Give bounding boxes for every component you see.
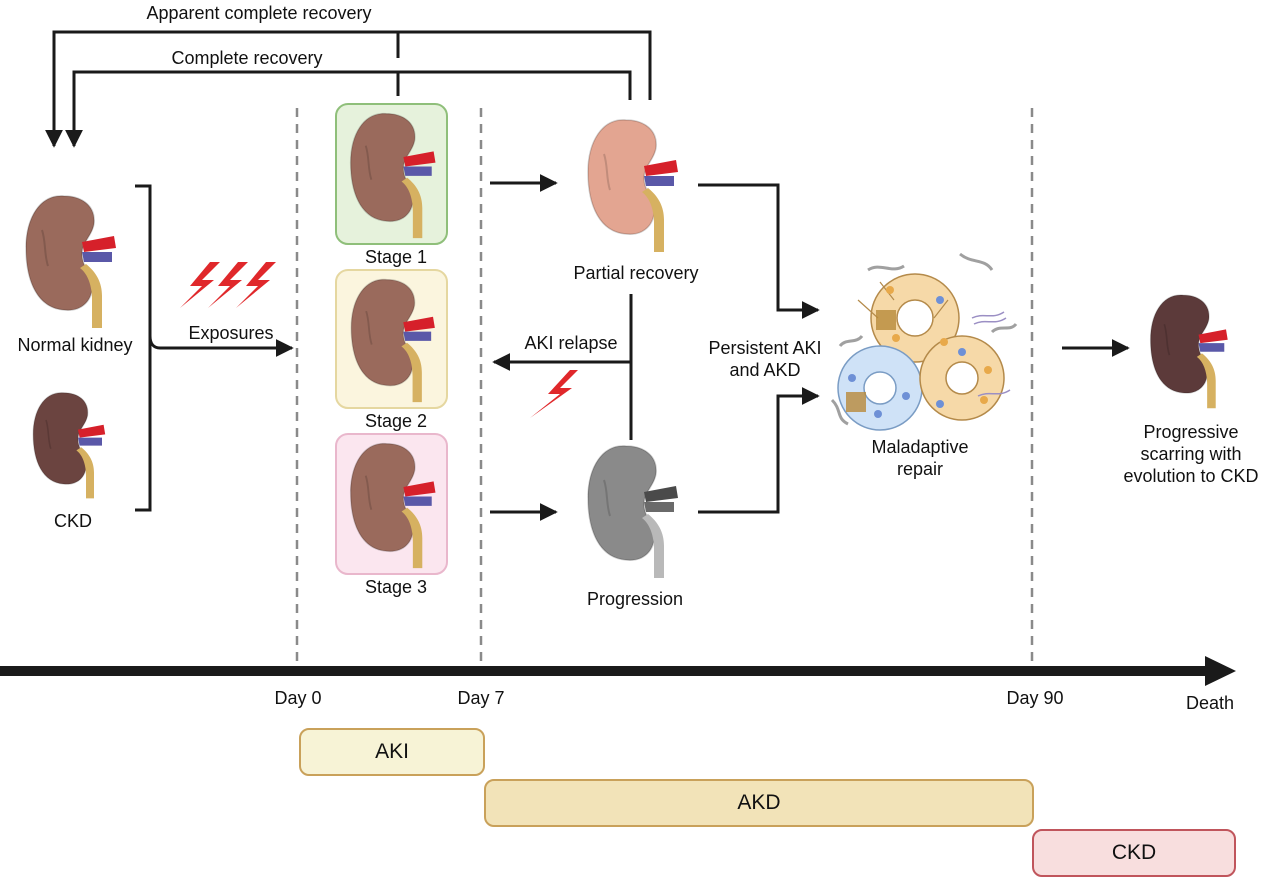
relapse-lightning-icon: [530, 370, 578, 418]
aki-relapse-label: AKI relapse: [524, 333, 618, 353]
maladaptive-repair-icon: [830, 252, 1018, 431]
progression-to-maladaptive-arrow: [698, 387, 820, 514]
left-bracket: [135, 184, 161, 512]
partial-recovery-kidney-icon: [586, 118, 680, 254]
normal-kidney-icon: [25, 194, 117, 329]
progression-label: Progression: [586, 589, 684, 609]
ckd-phase-bar: CKD: [1032, 829, 1236, 877]
ckd-kidney-icon: [32, 391, 107, 500]
stage1-label: Stage 1: [364, 247, 428, 267]
partial-to-maladaptive-arrow: [698, 183, 820, 319]
scarred-kidney-icon: [1149, 294, 1229, 410]
maladaptive-repair-label: Maladaptive repair: [871, 437, 969, 479]
death-label: Death: [1185, 693, 1235, 713]
lightning-icon: [180, 262, 276, 308]
timeline-arrowhead: [1205, 656, 1236, 686]
stage3-label: Stage 3: [364, 577, 428, 597]
complete-recovery-arrow: [65, 70, 632, 148]
apparent-complete-recovery-label: Apparent complete recovery: [146, 3, 372, 23]
aki-phase-bar: AKI: [299, 728, 485, 776]
normal-kidney-label: Normal kidney: [17, 335, 133, 355]
stage2-label: Stage 2: [364, 411, 428, 431]
progression-kidney-icon: [586, 444, 680, 580]
apparent-complete-recovery-arrow: [45, 30, 652, 148]
ckd-kidney-label: CKD: [53, 511, 93, 531]
partial-recovery-label: Partial recovery: [573, 263, 699, 283]
complete-recovery-label: Complete recovery: [171, 48, 323, 68]
persistent-label: Persistent AKI and AKD: [708, 338, 822, 380]
day0-label: Day 0: [274, 688, 322, 708]
day90-label: Day 90: [1006, 688, 1064, 708]
exposures-label: Exposures: [188, 323, 274, 343]
akd-phase-bar: AKD: [484, 779, 1034, 827]
scarring-ckd-label: Progressive scarring with evolution to C…: [1123, 422, 1259, 486]
day7-label: Day 7: [457, 688, 505, 708]
